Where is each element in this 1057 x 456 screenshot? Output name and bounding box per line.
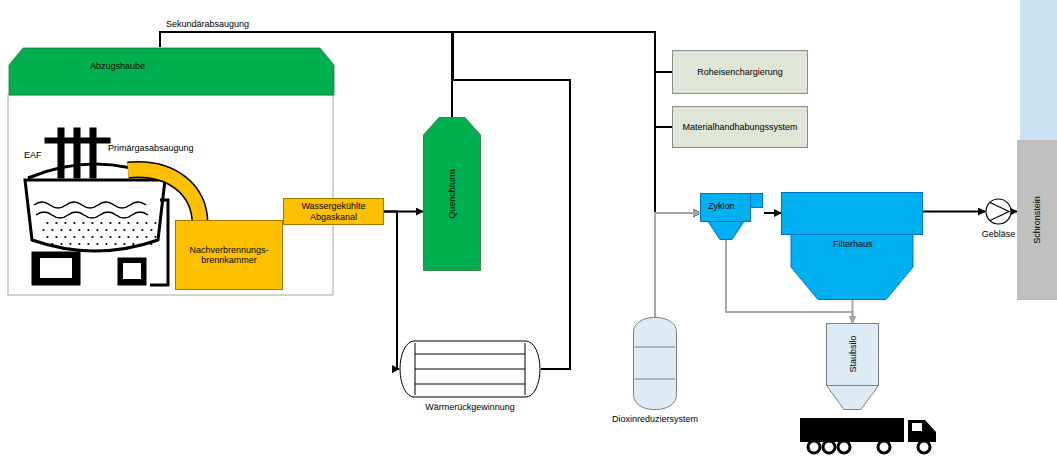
process-box: Nachverbrennungs- brennkammer bbox=[175, 220, 283, 290]
flow-line bbox=[923, 211, 985, 213]
flow-line bbox=[384, 212, 399, 370]
blower-symbol: Gebläse bbox=[985, 198, 1012, 225]
node-label: Roheisenchargierung bbox=[697, 67, 783, 77]
flow-line bbox=[852, 300, 854, 323]
node-label: Dioxinreduziersystem bbox=[612, 414, 698, 424]
part-label: EAF bbox=[24, 150, 42, 160]
process-box: Roheisenchargierung bbox=[672, 50, 808, 94]
edge-label: Sekundärabsaugung bbox=[166, 19, 249, 29]
hood: Abzugshaube bbox=[8, 47, 335, 96]
heat-exchanger: Wärmerückgewinnung bbox=[399, 340, 541, 398]
truck-symbol bbox=[800, 418, 936, 453]
node-label: Wassergekühlte Abgaskanal bbox=[288, 201, 379, 222]
cyclone-outline bbox=[700, 193, 764, 240]
blower-symbol-outline bbox=[985, 198, 1012, 225]
node-label: Nachverbrennungs- brennkammer bbox=[180, 245, 278, 266]
dust-silo: Staubsilo bbox=[826, 323, 879, 410]
filter-house: Filterhaus bbox=[781, 192, 923, 300]
quench-tower: Quenchturm bbox=[423, 117, 481, 271]
dioxin-vessel-outline bbox=[633, 317, 677, 410]
node-label: Zyklon bbox=[708, 201, 735, 211]
part-label: Primärgasabsaugung bbox=[108, 143, 194, 153]
cyclone: Zyklon bbox=[700, 193, 764, 240]
furnace-hall bbox=[8, 95, 333, 295]
node-label: Filterhaus bbox=[833, 239, 873, 249]
node-label: Schronstein bbox=[1032, 196, 1042, 244]
dioxin-vessel: Dioxinreduziersystem bbox=[633, 317, 677, 410]
chimney: Schronstein bbox=[1017, 140, 1057, 300]
flow-line bbox=[764, 212, 781, 214]
heat-exchanger-outline bbox=[399, 340, 541, 398]
primary-duct bbox=[128, 170, 200, 224]
process-box: Materialhandhabungssystem bbox=[672, 106, 808, 148]
sky-band bbox=[1020, 0, 1057, 140]
process-box: Wassergekühlte Abgaskanal bbox=[283, 198, 384, 225]
hood-outline bbox=[8, 47, 335, 96]
flow-line bbox=[1012, 211, 1017, 213]
node-label: Staubsilo bbox=[847, 336, 857, 373]
node-label: Wärmerückgewinnung bbox=[425, 402, 515, 412]
node-label: Abzugshaube bbox=[90, 61, 145, 71]
flow-line bbox=[655, 213, 700, 317]
flow-line bbox=[452, 32, 700, 213]
node-label: Gebläse bbox=[982, 229, 1016, 239]
node-label: Quenchturm bbox=[447, 169, 457, 219]
node-label: Materialhandhabungssystem bbox=[682, 122, 797, 132]
